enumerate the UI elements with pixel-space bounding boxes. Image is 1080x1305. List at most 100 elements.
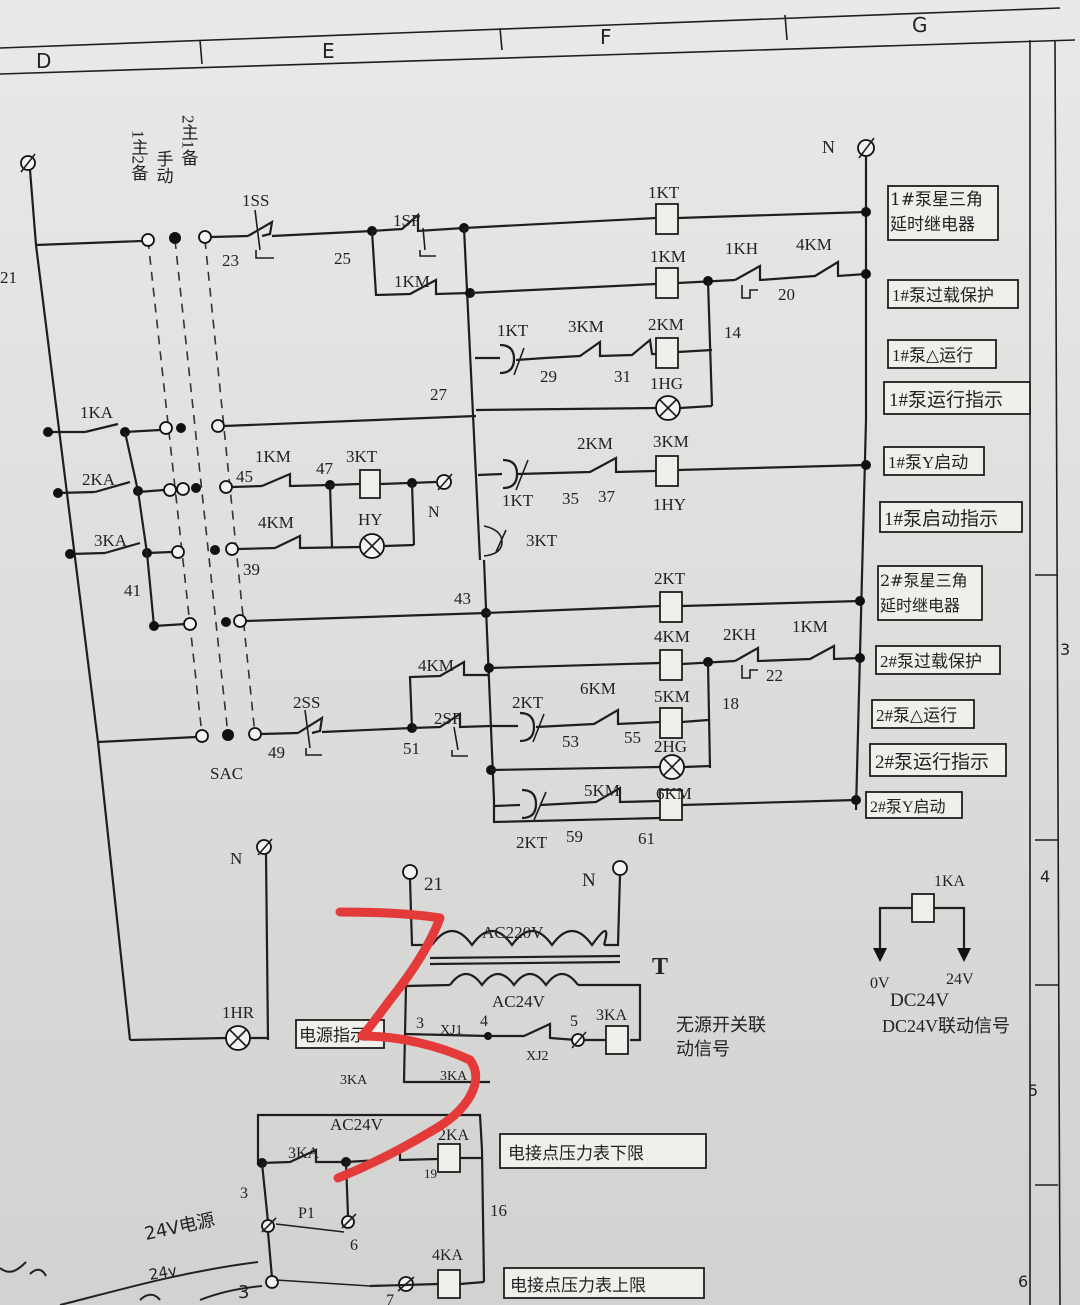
4ka-label: 4KA (432, 1247, 464, 1264)
label-2-run-indicator: 2#泵运行指示 (875, 751, 989, 773)
handwritten-3: 3 (238, 1282, 249, 1303)
wire-7: 7 (386, 1292, 394, 1305)
red-annotation-mark (333, 907, 481, 1183)
2ka-label: 2KA (82, 470, 116, 489)
dc24v-label: DC24V (890, 990, 949, 1011)
power-indicator-circuit: N 1HR 电源指示 (129, 838, 385, 1051)
p1-label: P1 (298, 1205, 315, 1222)
4km-aux-label: 4KM (258, 513, 294, 532)
1hy-label: 1HY (653, 495, 686, 514)
3kt-coil-label: 3KT (346, 447, 378, 466)
wire-31: 31 (614, 367, 631, 386)
3km-coil-label: 3KM (653, 432, 689, 451)
wire-5: 5 (570, 1013, 578, 1030)
wire-41: 41 (124, 581, 141, 600)
wire-23: 23 (222, 251, 239, 270)
2kt-coil-label: 2KT (654, 569, 686, 588)
2ss-label: 2SS (293, 693, 320, 712)
upper-limit-label: 电接点压力表上限 (510, 1276, 646, 1295)
wire-35: 35 (562, 489, 579, 508)
label-2-star-delta-relay: 2#泵星三角延时继电器 (880, 571, 968, 615)
transformer-neutral-label: N (582, 870, 596, 891)
wire-22: 22 (766, 666, 783, 685)
label-1-start-indicator: 1#泵启动指示 (884, 508, 998, 530)
wire-59: 59 (566, 827, 583, 846)
neutral-label: N (822, 137, 835, 157)
1km-interlock-label: 1KM (792, 617, 828, 636)
wire-61: 61 (638, 829, 655, 848)
5km-interlock-label: 5KM (584, 781, 620, 800)
frame: D E F G 3 4 5 6 (0, 7, 1076, 1305)
3ka-label: 3KA (94, 531, 128, 550)
wire-20: 20 (778, 285, 795, 304)
transformer-in-label: 21 (424, 874, 443, 895)
selector-name: SAC (210, 764, 243, 783)
4km-coil-label: 4KM (654, 627, 690, 646)
wire-45: 45 (236, 467, 253, 486)
6km-interlock-label: 6KM (580, 679, 616, 698)
xj1-label: XJ1 (440, 1023, 463, 1038)
lower-limit-label: 电接点压力表下限 (508, 1144, 644, 1163)
2kt-y-label: 2KT (516, 833, 548, 852)
column-e-label: E (322, 39, 335, 63)
wire-27: 27 (430, 385, 448, 404)
row-6-label: 6 (1018, 1272, 1028, 1291)
wire-25: 25 (334, 249, 351, 268)
1hg-label: 1HG (650, 374, 683, 393)
wire-18: 18 (722, 694, 739, 713)
wire-55: 55 (624, 728, 641, 747)
2ka-coil-label: 2KA (438, 1127, 470, 1144)
wire-39: 39 (243, 560, 260, 579)
dc24v-linkage: 1KA 0V 24V DC24V DC24V联动信号 (870, 873, 1010, 1036)
dc-signal-note: DC24V联动信号 (882, 1016, 1010, 1036)
2km-coil-label: 2KM (648, 315, 684, 334)
passive-signal-note: 无源开关联动信号 (676, 1015, 766, 1060)
1km-aux-label: 1KM (255, 447, 291, 466)
selector-label-1: 1主2备 (129, 130, 149, 181)
3kt-contact-label: 3KT (526, 531, 558, 550)
wire-53: 53 (562, 732, 579, 751)
wire-29: 29 (540, 367, 557, 386)
left-bus-number: 21 (0, 268, 17, 287)
3ka-coil-label: 3KA (596, 1007, 628, 1024)
4km-interlock-label: 4KM (796, 235, 832, 254)
1kt-y-label: 1KT (502, 491, 534, 510)
circuit-2kt: 43 2KT (454, 559, 865, 801)
transformer-label: T (652, 954, 668, 980)
2km-interlock-label: 2KM (577, 434, 613, 453)
1kt-delay-label: 1KT (497, 321, 529, 340)
pressure-switch-circuit: AC24V 3KA 2KA 19 16 3 电接点压力表下限 P1 6 4KA … (240, 1073, 707, 1305)
4km-hold-label: 4KM (418, 656, 454, 675)
wire-37: 37 (598, 487, 616, 506)
secondary-voltage-label: AC24V (492, 992, 546, 1011)
5km-coil-label: 5KM (654, 687, 690, 706)
hr-neutral-label: N (230, 849, 242, 868)
wire-4: 4 (480, 1013, 488, 1030)
wire-6: 6 (350, 1237, 358, 1254)
2hg-label: 2HG (654, 737, 687, 756)
label-2-delta-run: 2#泵△运行 (876, 706, 957, 725)
hy-label: HY (358, 510, 383, 529)
ac24v-lower-label: AC24V (330, 1115, 384, 1134)
wire-43: 43 (454, 589, 471, 608)
circuit-1km: 1KM 1KH 4KM 20 14 (469, 235, 871, 407)
wire-3b: 3 (240, 1185, 248, 1202)
primary-voltage-label: AC220V (482, 923, 544, 942)
label-1-overload: 1#泵过载保护 (892, 286, 994, 305)
selector-switch: 1主2备 手动 2主1备 SAC (35, 115, 262, 783)
circuit-4km: 4KM 2KH 1KM 22 18 4KM (408, 617, 865, 769)
label-1-star-delta-relay: 1#泵星三角延时继电器 (890, 190, 984, 235)
function-labels: 1#泵星三角延时继电器 1#泵过载保护 1#泵△运行 1#泵运行指示 1#泵Y启… (865, 185, 1031, 819)
6km-coil-label: 6KM (656, 784, 692, 803)
circuit-1kt: 1SS 1SF 1KT 23 25 1KM (210, 183, 871, 561)
handwritten-24v: 24v (148, 1261, 179, 1284)
2kt-delay-label: 2KT (512, 693, 544, 712)
label-2-overload: 2#泵过载保护 (880, 652, 982, 671)
1km-coil-label: 1KM (650, 247, 686, 266)
power-indicator-label: 电源指示 (299, 1026, 367, 1045)
wire-14: 14 (724, 323, 742, 342)
circuit-6km: 5KM 6KM 2KT 59 61 (492, 781, 861, 852)
label-1-y-start: 1#泵Y启动 (888, 453, 968, 472)
